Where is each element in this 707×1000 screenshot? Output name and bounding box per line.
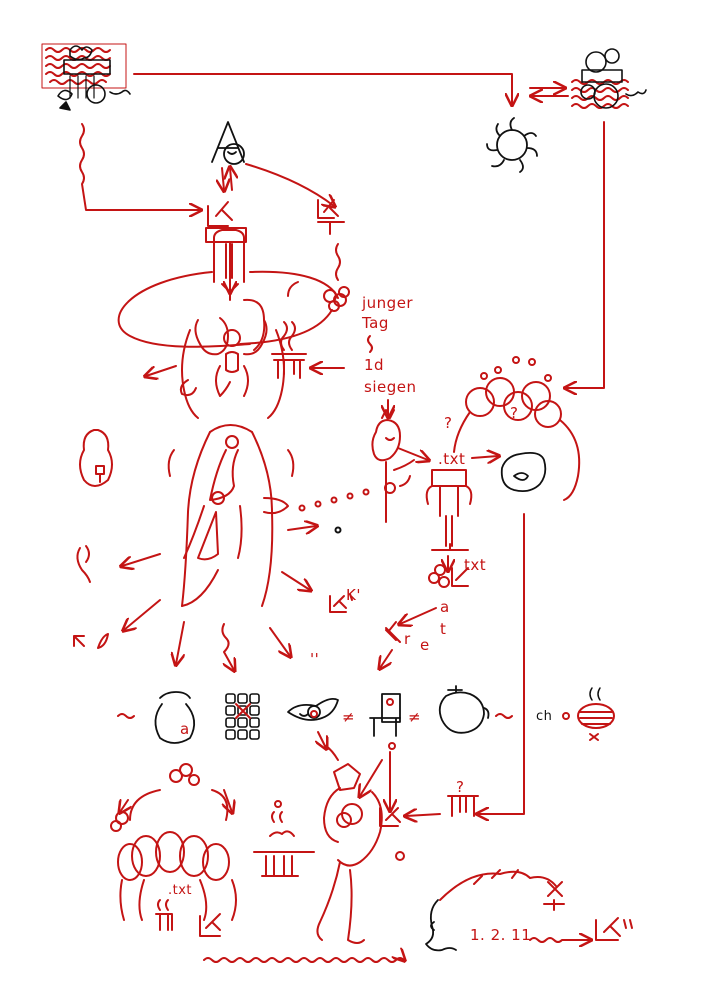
label-letter-t: t — [440, 620, 446, 638]
figure-totem-icon — [167, 229, 295, 607]
hill-icon — [439, 869, 557, 901]
face-profile-icon — [371, 409, 415, 523]
hands-cluster-icon — [323, 286, 350, 312]
chair-icon — [369, 693, 401, 737]
label-numbers: 1. 2. 11 — [470, 926, 531, 944]
label-tag: Tag — [361, 314, 389, 332]
label-question-cluster: ? — [510, 404, 518, 422]
bell-figure-icon — [79, 429, 113, 487]
label-txt-k: txt — [464, 556, 486, 574]
txt-container — [425, 469, 473, 551]
letter-a-head-icon — [211, 121, 245, 165]
label-1d: 1d — [364, 356, 384, 374]
label-txt-main: .txt — [438, 450, 465, 468]
label-double-prime: '' — [310, 650, 319, 668]
label-letter-a-vase: a — [180, 720, 190, 738]
collage-top-right-icon — [571, 48, 647, 109]
label-letter-r: r — [404, 630, 411, 648]
heads-group-icon — [110, 763, 237, 921]
label-neq-1: ≠ — [342, 708, 355, 726]
label-question-2: ? — [456, 778, 464, 796]
heads-cluster-icon — [453, 356, 581, 501]
striped-ball-icon — [577, 687, 615, 741]
rock-icon — [500, 451, 547, 493]
label-ch: ch — [536, 709, 552, 724]
head-icon — [438, 685, 490, 734]
label-neq-2: ≠ — [408, 708, 421, 726]
label-siegen: siegen — [364, 378, 416, 396]
face-profile-bottom-icon — [425, 899, 457, 952]
altar-table-icon — [253, 800, 315, 877]
label-junger: junger — [361, 294, 413, 312]
label-letter-a: a — [440, 598, 450, 616]
label-question-1: ? — [444, 414, 452, 432]
small-table-icon — [271, 281, 307, 379]
collage-top-left-icon — [41, 43, 131, 111]
sun-icon — [486, 117, 538, 173]
label-k-prime: K' — [346, 586, 361, 604]
label-letter-e: e — [420, 636, 430, 654]
grid-icon — [225, 693, 260, 740]
center-figure-icon — [316, 763, 405, 944]
label-txt-bottom: .txt — [168, 883, 192, 898]
vase-icon — [154, 691, 196, 744]
hook-k-symbol-icon — [73, 199, 633, 941]
